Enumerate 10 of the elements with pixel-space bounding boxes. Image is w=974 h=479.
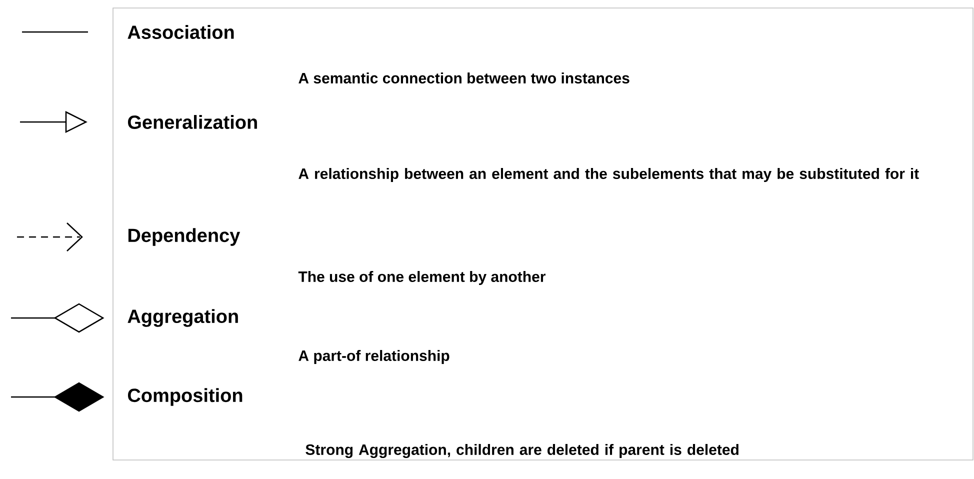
legend-term: Association [128, 25, 234, 39]
description-text: A relationship between an element and the subelements that may be substituted for it [298, 168, 919, 182]
description-text: The use of one element by another [298, 271, 546, 285]
description-text: A semantic connection between two instances [298, 72, 630, 84]
legend-term: Dependency [128, 228, 240, 246]
legend-term: Aggregation [128, 309, 238, 327]
description-text: Strong Aggregation, children are deleted if parent is deleted [306, 444, 738, 458]
legend-term: Composition [128, 388, 242, 406]
legend-term: Generalization [128, 115, 257, 129]
description-text: A part-of relationship [298, 350, 450, 364]
